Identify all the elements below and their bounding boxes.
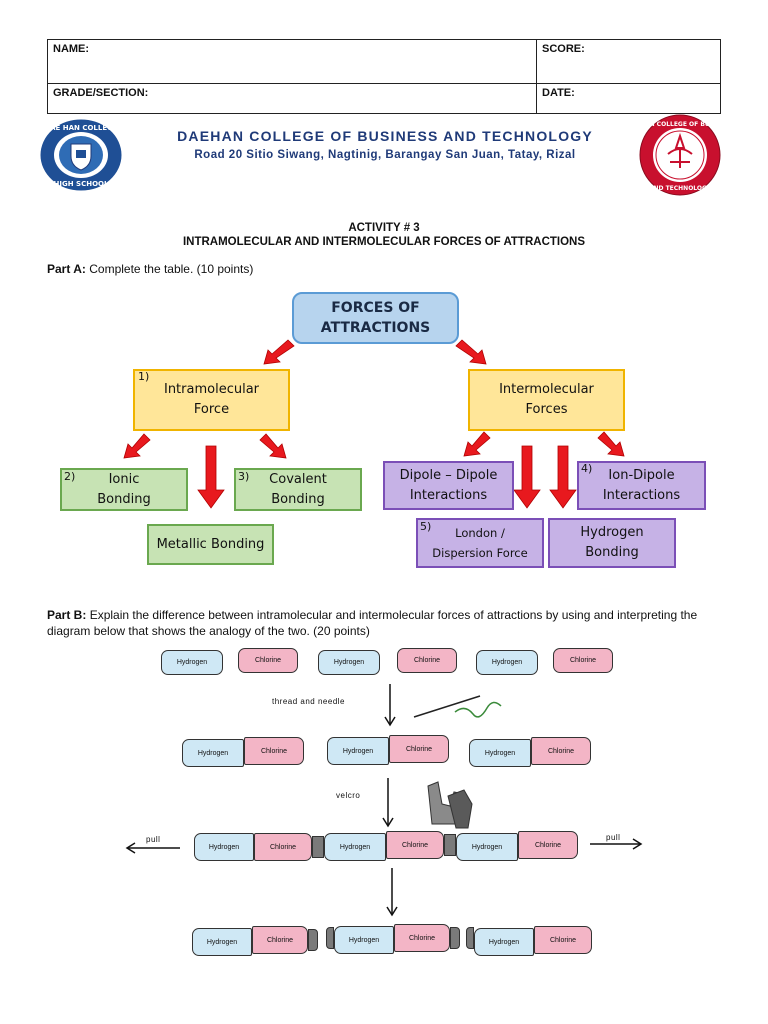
hydrogen-atom: Hydrogen (182, 739, 244, 767)
activity-number: ACTIVITY # 3 (348, 222, 420, 234)
chlorine-atom: Chlorine (531, 737, 591, 765)
part-a-label: Part A: (47, 262, 86, 276)
metallic-bonding-box: Metallic Bonding (147, 524, 274, 565)
hydrogen-atom: Hydrogen (474, 928, 534, 956)
chlorine-atom: Chlorine (252, 926, 308, 954)
hydrogen-atom: Hydrogen (194, 833, 254, 861)
ion-dipole-box: Ion-Dipole Interactions (577, 461, 706, 510)
velcro-strip (450, 927, 460, 949)
arrow-inter-to-london (513, 445, 541, 509)
date-field[interactable]: DATE: (536, 83, 721, 114)
grade-section-label: GRADE/SECTION: (53, 87, 149, 99)
name-label: NAME: (53, 43, 90, 55)
svg-text:AND TECHNOLOGY: AND TECHNOLOGY (649, 185, 712, 192)
velcro-strip (466, 927, 474, 949)
arrow-inter-to-ion-dipole (597, 431, 625, 457)
chlorine-atom: Chlorine (553, 648, 613, 673)
svg-text:HIGH SCHOOL: HIGH SCHOOL (54, 180, 109, 188)
analogy-arrows (125, 684, 643, 917)
arrow-inter-to-dipole (463, 431, 491, 457)
chlorine-atom: Chlorine (534, 926, 592, 954)
part-b-label: Part B: (47, 608, 87, 622)
blank-number-5: 5) (420, 520, 432, 533)
hydrogen-bonding-box: Hydrogen Bonding (548, 518, 676, 568)
blank-number-1: 1) (138, 370, 150, 383)
school-address: Road 20 Sitio Siwang, Nagtinig, Barangay… (194, 149, 576, 161)
hydrogen-atom: Hydrogen (318, 650, 380, 675)
activity-title: INTRAMOLECULAR AND INTERMOLECULAR FORCES… (182, 236, 586, 248)
arrow-intra-to-covalent (259, 433, 287, 459)
blank-number-2: 2) (64, 470, 76, 483)
forces-of-attractions-box: FORCES OF ATTRACTIONS (292, 292, 459, 344)
chlorine-atom: Chlorine (254, 833, 312, 861)
velcro-label: velcro (336, 791, 361, 800)
name-field[interactable]: NAME: (47, 39, 537, 84)
intramolecular-force-box: Intramolecular Force (133, 369, 290, 431)
hydrogen-atom: Hydrogen (192, 928, 252, 956)
part-b-text: Explain the difference between intramole… (47, 608, 698, 638)
chlorine-atom: Chlorine (518, 831, 578, 859)
student-info-table: NAME: SCORE: GRADE/SECTION: DATE: (47, 39, 721, 114)
svg-text:DAE HAN COLLEGE: DAE HAN COLLEGE (44, 124, 118, 132)
school-name: DAEHAN COLLEGE OF BUSINESS AND TECHNOLOG… (177, 128, 593, 144)
chlorine-atom: Chlorine (389, 735, 449, 763)
intermolecular-forces-box: Intermolecular Forces (468, 369, 625, 431)
svg-text:DAEHAN COLLEGE OF BUSINESS: DAEHAN COLLEGE OF BUSINESS (638, 121, 722, 128)
velcro-strip (308, 929, 318, 951)
high-school-logo: DAE HAN COLLEGE HIGH SCHOOL (39, 118, 123, 192)
pull-left-label: pull (146, 835, 161, 844)
thread-and-needle-label: thread and needle (272, 697, 345, 706)
ionic-bonding-box: Ionic Bonding (60, 468, 188, 511)
velcro-strip (444, 834, 456, 856)
chlorine-atom: Chlorine (238, 648, 298, 673)
hydrogen-atom: Hydrogen (476, 650, 538, 675)
score-field[interactable]: SCORE: (536, 39, 721, 84)
arrow-root-to-intra (263, 339, 295, 365)
chlorine-atom: Chlorine (244, 737, 304, 765)
chlorine-atom: Chlorine (397, 648, 457, 673)
part-b-instruction: Part B: Explain the difference between i… (47, 607, 727, 639)
college-seal-logo: DAEHAN COLLEGE OF BUSINESS AND TECHNOLOG… (638, 114, 722, 196)
dipole-dipole-box: Dipole – Dipole Interactions (383, 461, 514, 510)
score-label: SCORE: (542, 43, 585, 55)
covalent-bonding-box: Covalent Bonding (234, 468, 362, 511)
part-a-instruction: Part A: Complete the table. (10 points) (47, 261, 253, 277)
hydrogen-atom: Hydrogen (161, 650, 223, 675)
arrow-intra-to-metallic (197, 445, 225, 509)
chlorine-atom: Chlorine (386, 831, 444, 859)
hydrogen-atom: Hydrogen (334, 926, 394, 954)
hydrogen-atom: Hydrogen (456, 833, 518, 861)
arrow-root-to-inter (455, 339, 487, 365)
hydrogen-atom: Hydrogen (324, 833, 386, 861)
london-dispersion-box: London / Dispersion Force (416, 518, 544, 568)
part-a-text: Complete the table. (10 points) (89, 262, 254, 276)
velcro-strip (326, 927, 334, 949)
blank-number-4: 4) (581, 462, 593, 475)
pull-right-label: pull (606, 833, 621, 842)
diagram-arrows (123, 339, 625, 509)
needle-icon (413, 695, 481, 718)
hydrogen-atom: Hydrogen (469, 739, 531, 767)
date-label: DATE: (542, 87, 575, 99)
chlorine-atom: Chlorine (394, 924, 450, 952)
velcro-strip (312, 836, 324, 858)
arrow-inter-to-hydrogen (549, 445, 577, 509)
arrow-intra-to-ionic (123, 433, 151, 459)
blank-number-3: 3) (238, 470, 250, 483)
thread-icon (454, 701, 502, 718)
hydrogen-atom: Hydrogen (327, 737, 389, 765)
